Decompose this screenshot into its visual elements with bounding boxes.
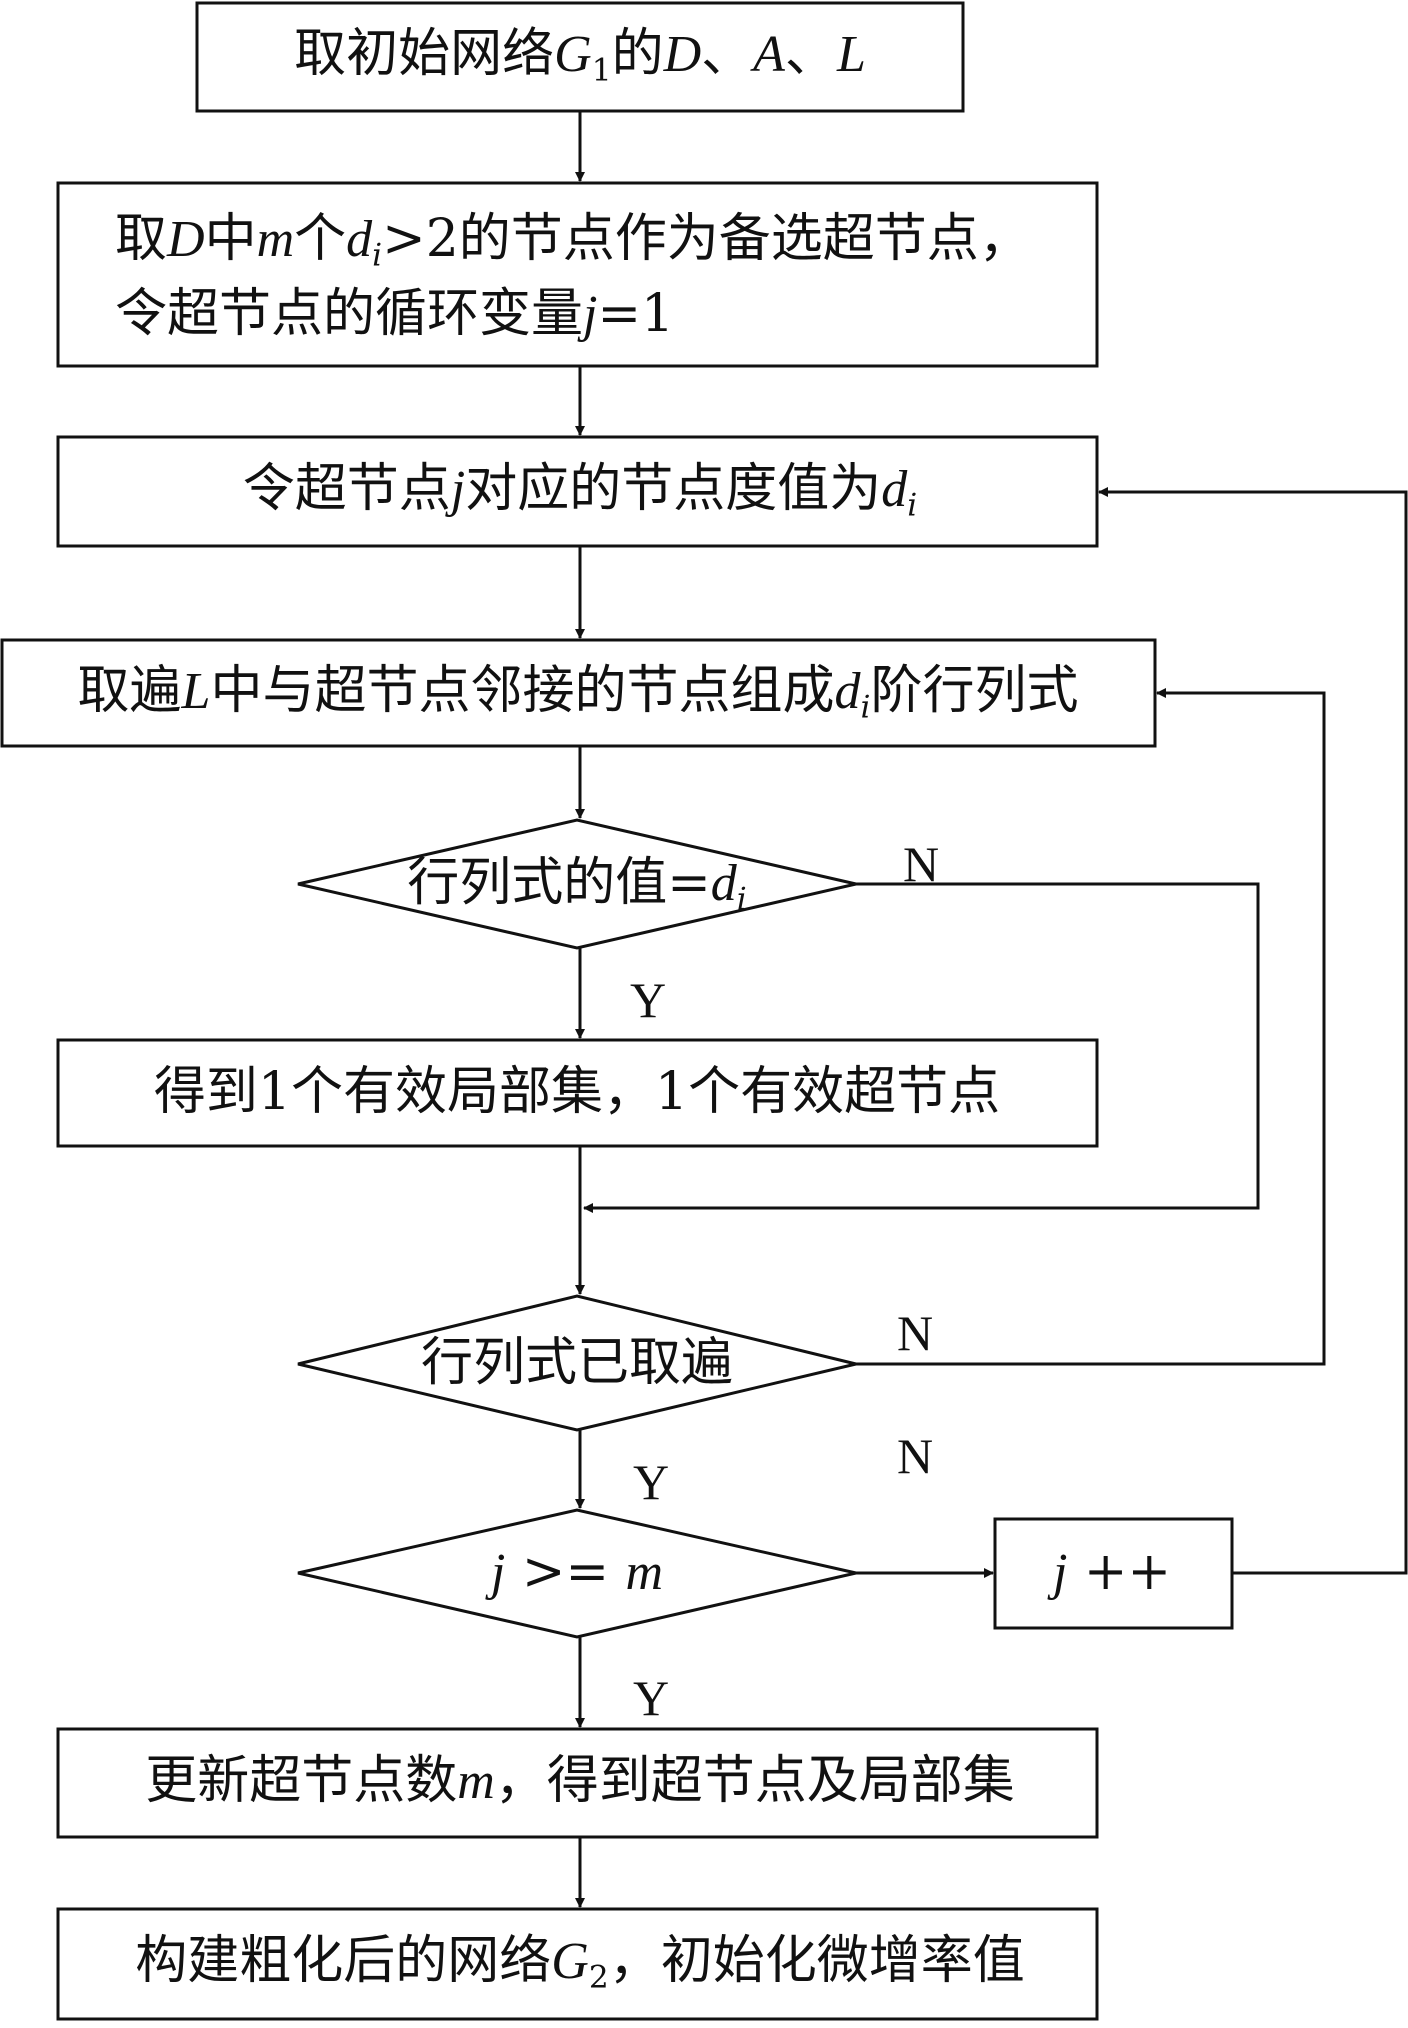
select-label-line-2: 令超节点的循环变量j=1 (115, 284, 675, 344)
select-label-line-1: 取D中m个di>2的节点作为备选超节点， (115, 209, 1031, 274)
update-box (56, 1727, 1099, 1839)
result-label: 得到1个有效局部集，1个有效超节点 (153, 1062, 1001, 1122)
check-all-label: 行列式已取遍 (420, 1333, 734, 1393)
check-value-label: 行列式的值=di (407, 853, 747, 918)
build-box (56, 1907, 1099, 2021)
degree-label: 令超节点j对应的节点度值为di (242, 459, 918, 524)
select-box (56, 181, 1099, 368)
degree-box (56, 435, 1099, 548)
update-label: 更新超节点数m，得到超节点及局部集 (145, 1751, 1015, 1811)
result-box (56, 1038, 1099, 1148)
edge-label-all-no: N (897, 1305, 934, 1361)
build-label: 构建粗化后的网络G2，初始化微增率值 (135, 1931, 1025, 1996)
edge-label-j-yes: Y (633, 1670, 670, 1726)
form-label: 取遍L中与超节点邻接的节点组成di阶行列式 (77, 661, 1079, 726)
edge-label-value-no: N (903, 836, 940, 892)
increment-label: j ++ (1052, 1542, 1172, 1602)
edge-increment-degree (1098, 487, 1408, 1575)
edge-label-all-yes: Y (633, 1454, 670, 1510)
check-j-label: j >= m (490, 1542, 664, 1602)
edge-label-j-no: N (897, 1428, 934, 1484)
edge-all-no (856, 688, 1326, 1366)
init-label: 取初始网络G1的D、A、L (294, 24, 866, 89)
edge-label-value-yes: Y (630, 972, 667, 1028)
edge-value-no (583, 882, 1260, 1213)
